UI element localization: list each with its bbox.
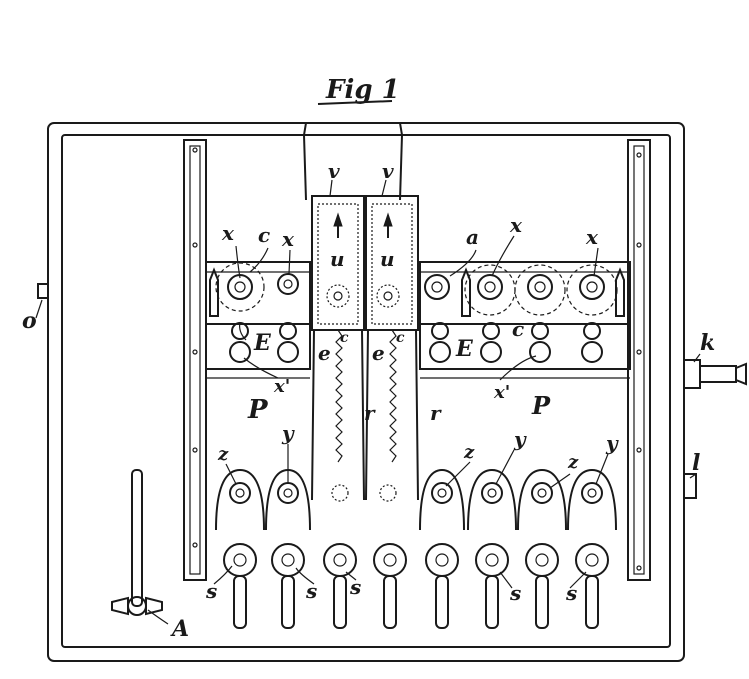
- label-x-prime-2: x': [493, 382, 510, 403]
- label-v-1: v: [328, 159, 340, 183]
- handle-A: [111, 469, 163, 616]
- label-k: k: [700, 330, 715, 356]
- counter-wheels-upper: [215, 262, 618, 316]
- inner-housing: [61, 134, 671, 648]
- zigzag-right: [389, 329, 397, 463]
- right-rail: [627, 139, 651, 581]
- pointed-pins: [209, 267, 625, 317]
- label-x-prime-1: x': [273, 376, 290, 397]
- figure-title: Fig 1: [325, 75, 400, 105]
- label-A: A: [170, 616, 189, 642]
- label-z-1: z: [217, 444, 229, 465]
- label-c-2: c: [512, 317, 524, 341]
- label-x-2: x: [281, 227, 295, 251]
- side-knob-k: [683, 359, 747, 389]
- label-z-2: z: [463, 442, 475, 463]
- label-P-2: P: [531, 391, 551, 420]
- label-e-2: e: [372, 341, 385, 365]
- label-c-3: c: [340, 330, 349, 346]
- label-y-2: y: [513, 427, 527, 451]
- side-knob-l: [683, 473, 697, 499]
- left-rail-holes: [192, 147, 198, 548]
- label-y-1: y: [281, 421, 295, 445]
- left-rail: [183, 139, 207, 581]
- label-E-1: E: [253, 330, 272, 356]
- label-v-2: v: [382, 159, 394, 183]
- label-s-4: s: [509, 581, 521, 605]
- key-row: [215, 468, 617, 629]
- label-o: o: [22, 308, 37, 334]
- label-E-2: E: [455, 336, 474, 362]
- paper-strip: [302, 122, 404, 201]
- label-r-2: r: [430, 401, 442, 425]
- lower-knobs: [229, 322, 603, 363]
- side-knob-o: [37, 283, 49, 299]
- label-u-1: u: [330, 247, 345, 271]
- leader-lines: [35, 179, 701, 625]
- label-x-4: x: [585, 225, 599, 249]
- label-e-1: e: [318, 341, 331, 365]
- label-c-1: c: [258, 223, 270, 247]
- label-s-1: s: [205, 579, 217, 603]
- lower-bar-left: [205, 323, 311, 370]
- right-rail-inner: [633, 145, 645, 575]
- right-rail-holes: [636, 152, 642, 571]
- label-y-3: y: [605, 431, 619, 455]
- label-P-1: P: [247, 395, 269, 425]
- label-z-3: z: [567, 452, 579, 473]
- strip-left: [311, 329, 365, 501]
- label-a: a: [466, 225, 479, 249]
- label-u-2: u: [380, 247, 395, 271]
- label-c-4: c: [396, 330, 405, 346]
- label-l: l: [692, 450, 700, 476]
- label-x-3: x: [509, 213, 523, 237]
- lower-bar-right: [419, 323, 631, 370]
- label-x-1: x: [221, 221, 235, 245]
- label-s-5: s: [565, 581, 577, 605]
- zigzag-left: [335, 329, 343, 463]
- strip-right: [365, 329, 419, 501]
- left-rail-inner: [189, 145, 201, 575]
- upper-bar-right: [419, 261, 631, 325]
- label-s-2: s: [305, 579, 317, 603]
- title-underline: [317, 100, 393, 105]
- label-r-1: r: [364, 401, 376, 425]
- label-s-3: s: [349, 575, 361, 599]
